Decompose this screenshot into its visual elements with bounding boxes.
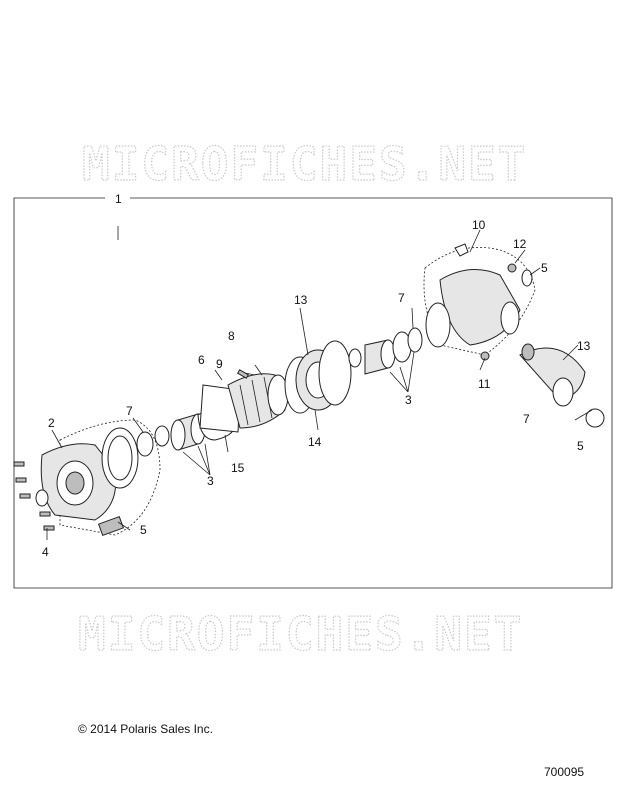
callout-8: 8 [228,329,235,343]
callout-5-right: 5 [577,439,584,453]
callout-11: 11 [478,377,491,391]
callout-7-right: 7 [523,412,530,426]
watermark-bottom: MICROFICHES.NET [78,607,523,661]
pinion-shaft-part [519,343,586,407]
callout-3-left: 3 [207,474,214,488]
seal-part-left [136,431,154,457]
pin-part [236,369,250,379]
callout-5-top: 5 [541,261,548,275]
callout-15: 15 [231,461,245,475]
callout-12: 12 [513,237,527,251]
bolt-set-part [13,461,55,531]
bearing-part-left [170,413,206,451]
callout-13-center: 13 [294,293,308,307]
callout-13-right: 13 [577,339,591,353]
ring-gear-part [284,340,352,414]
callout-3-right: 3 [405,393,412,407]
callout-14: 14 [308,435,322,449]
bearing-part-right [348,331,412,375]
callout-10: 10 [472,218,486,232]
roller-cage-part [227,373,289,429]
left-housing-part [35,419,161,537]
figure-number: 700095 [544,765,585,779]
callout-7-center: 7 [398,291,405,305]
callout-7-left: 7 [126,404,133,418]
callout-5-left: 5 [140,523,147,537]
callout-6: 6 [198,353,205,367]
callout-9: 9 [216,357,223,371]
assembly-frame [13,197,613,589]
seal-part-right [585,408,605,428]
bearing-ring-left [154,425,170,447]
copyright-text: © 2014 Polaris Sales Inc. [78,722,213,736]
callout-4: 4 [42,545,49,559]
main-housing-part [423,243,536,361]
watermark-top: MICROFICHES.NET [82,137,527,191]
callout-2: 2 [48,416,55,430]
shim-ring-part [199,384,241,433]
callout-1: 1 [115,192,122,206]
seal-part-center [407,327,423,353]
